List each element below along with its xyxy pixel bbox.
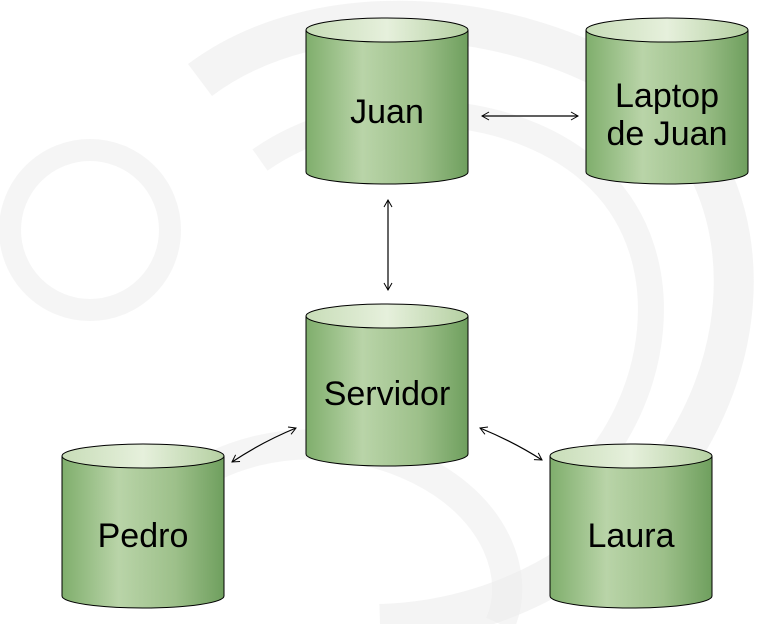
juan-label: Juan xyxy=(350,93,424,131)
node-servidor: Servidor xyxy=(305,303,469,467)
pedro-cylinder-top xyxy=(61,443,225,469)
laura-label: Laura xyxy=(588,517,675,555)
juan-cylinder-top xyxy=(305,17,469,43)
laptop-label-line1: Laptop xyxy=(615,77,719,115)
node-pedro: Pedro xyxy=(61,443,225,609)
node-laura: Laura xyxy=(549,443,713,609)
pedro-label: Pedro xyxy=(98,517,189,555)
juan-cylinder-body xyxy=(305,29,469,185)
arrow-servidor-pedro xyxy=(231,426,297,463)
laptop-label-line2: de Juan xyxy=(607,115,728,153)
node-juan: Juan xyxy=(305,17,469,185)
servidor-cylinder-body xyxy=(305,315,469,467)
laura-cylinder-top xyxy=(549,443,713,469)
servidor-cylinder-top xyxy=(305,303,469,329)
node-laptop-de-juan: Laptop de Juan xyxy=(585,17,749,185)
connections xyxy=(231,111,580,463)
laptop-cylinder-body xyxy=(585,29,749,185)
laura-cylinder-body xyxy=(549,455,713,609)
pedro-cylinder-body xyxy=(61,455,225,609)
servidor-label: Servidor xyxy=(324,375,451,413)
arrow-servidor-laura xyxy=(479,426,543,461)
laptop-cylinder-top xyxy=(585,17,749,43)
